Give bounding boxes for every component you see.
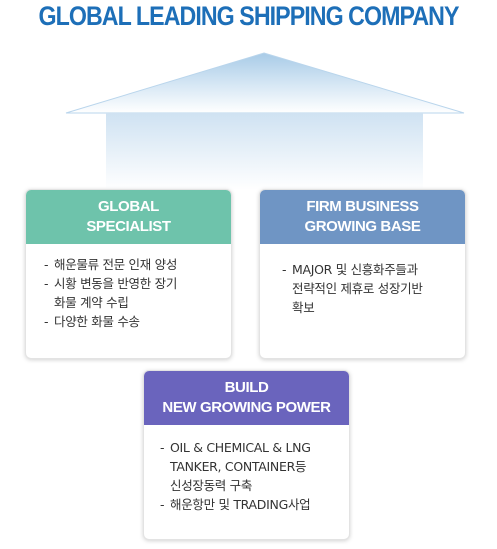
card-title-line: GROWING BASE <box>304 218 421 235</box>
list-item-text: 신성장동력 구축 <box>170 478 253 493</box>
global-specialist-header: GLOBAL SPECIALIST <box>26 190 231 244</box>
card-title-line: FIRM BUSINESS <box>306 198 419 215</box>
list-item-text: 시황 변동을 반영한 장기 <box>54 276 178 291</box>
card-title-line: NEW GROWING POWER <box>162 399 331 416</box>
list-item-text: 확보 <box>292 300 315 315</box>
global-specialist-card: GLOBAL SPECIALIST -해운물류 전문 인재 양성 -시황 변동을… <box>25 189 232 359</box>
list-item-text: 전략적인 제휴로 성장기반 <box>292 281 423 296</box>
list-item-text: 다양한 화물 수송 <box>54 314 140 329</box>
card-title-line: SPECIALIST <box>86 218 171 235</box>
list-item-text: OIL & CHEMICAL & LNG <box>170 440 311 455</box>
roof-base <box>106 113 423 190</box>
list-item: -다양한 화물 수송 <box>44 314 140 329</box>
card-title-line: GLOBAL <box>98 198 159 215</box>
list-item-text: 화물 계약 수립 <box>54 295 129 310</box>
list-item-text: 해운물류 전문 인재 양성 <box>54 257 178 272</box>
page-title: GLOBAL LEADING SHIPPING COMPANY <box>38 1 459 31</box>
card-title-line: BUILD <box>224 379 269 396</box>
list-item: -해운물류 전문 인재 양성 <box>44 257 178 272</box>
roof-triangle <box>65 52 465 114</box>
build-power-card: BUILD NEW GROWING POWER -OIL & CHEMICAL … <box>143 370 350 540</box>
list-item-text: MAJOR 및 신흥화주들과 <box>292 262 418 277</box>
list-item-text: TANKER, CONTAINER등 <box>170 459 307 474</box>
roof-arrow <box>65 52 465 190</box>
build-power-header: BUILD NEW GROWING POWER <box>144 371 349 425</box>
firm-business-card: FIRM BUSINESS GROWING BASE -MAJOR 및 신흥화주… <box>259 189 466 359</box>
list-item-text: 해운항만 및 TRADING사업 <box>170 497 311 512</box>
firm-business-header: FIRM BUSINESS GROWING BASE <box>260 190 465 244</box>
list-item: -해운항만 및 TRADING사업 <box>160 497 311 512</box>
